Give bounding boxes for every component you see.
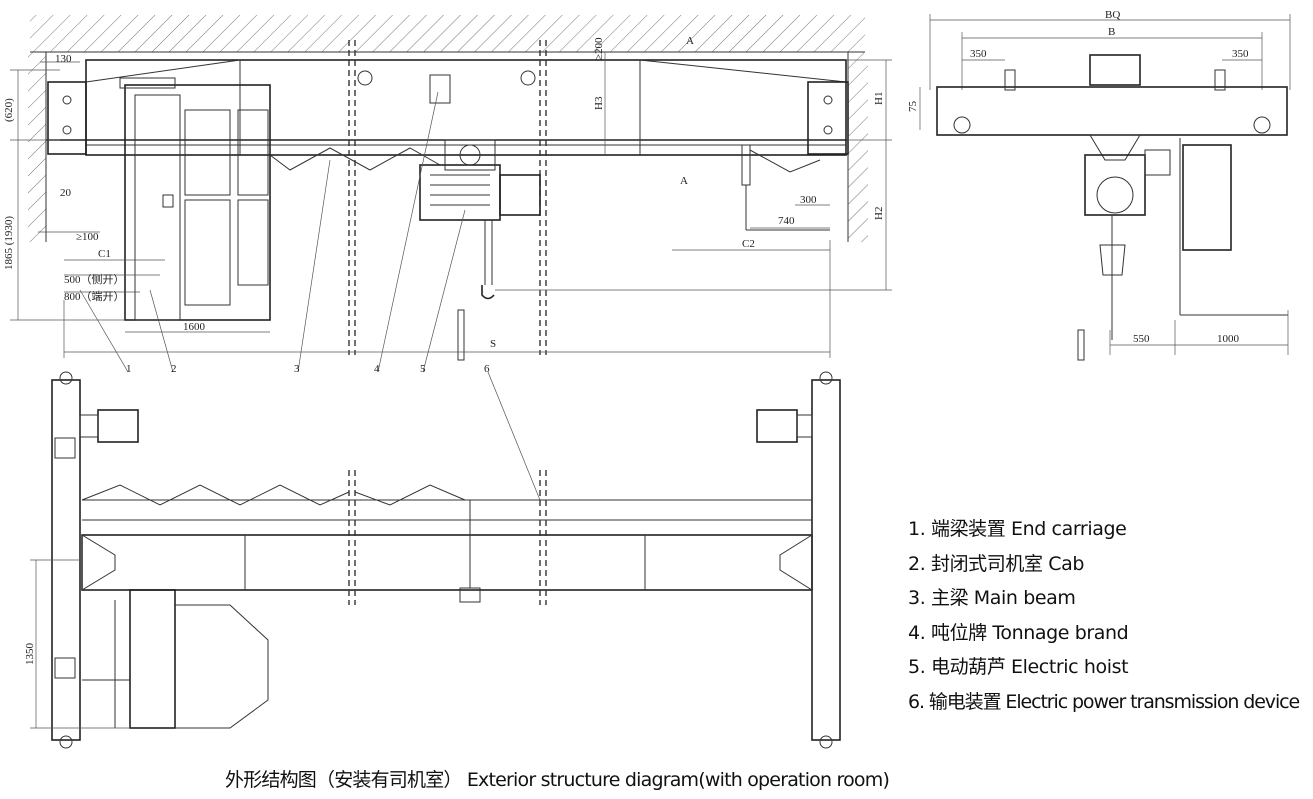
dim-75: 75	[907, 101, 919, 113]
legend-item-electric-hoist: 5. 电动葫芦 Electric hoist	[908, 656, 1129, 678]
plan-right-end-carriage	[811, 379, 841, 741]
dim-1350: 1350	[24, 643, 36, 666]
dim-1865: 1865 (1930)	[3, 216, 15, 270]
callout-1: 1	[126, 363, 132, 375]
dim-h2: H2	[873, 207, 885, 220]
dim-550: 550	[1133, 333, 1150, 345]
dim-100: ≥100	[76, 231, 99, 243]
dim-300: 300	[800, 194, 817, 206]
end-carriage-side	[936, 86, 1288, 136]
right-wall-hatch	[848, 52, 868, 242]
dim-350-right: 350	[1232, 48, 1249, 60]
side-view	[919, 14, 1291, 361]
dim-s: S	[490, 338, 496, 350]
legend-item-cab: 2. 封闭式司机室 Cab	[908, 552, 1084, 575]
callout-6: 6	[484, 363, 490, 375]
dim-350-left: 350	[970, 48, 987, 60]
dim-h1: H1	[873, 92, 885, 105]
left-end-carriage	[47, 81, 87, 155]
hoist-motor	[499, 174, 541, 216]
callout-2: 2	[171, 363, 177, 375]
front-elevation	[10, 15, 892, 501]
left-wall-hatch	[28, 52, 46, 242]
plan-left-motor	[97, 409, 139, 443]
dim-h3: H3	[593, 96, 605, 110]
ceiling-hatch	[30, 15, 865, 52]
dim-b: B	[1108, 26, 1115, 38]
figure-caption: 外形结构图（安装有司机室） Exterior structure diagram…	[225, 769, 890, 791]
hoist-side	[1084, 154, 1146, 216]
legend-list: 1. 端梁装置 End carriage 2. 封闭式司机室 Cab 3. 主梁…	[908, 512, 1300, 719]
legend-item-end-carriage: 1. 端梁装置 End carriage	[908, 518, 1127, 540]
dim-20: 20	[60, 187, 72, 199]
dim-c1: C1	[98, 248, 111, 260]
dim-1000: 1000	[1217, 333, 1240, 345]
girder-section	[1089, 54, 1141, 86]
callout-3: 3	[294, 363, 300, 375]
tonnage-plate	[429, 74, 451, 104]
dim-1600: 1600	[183, 321, 206, 333]
legend-item-tonnage-brand: 4. 吨位牌 Tonnage brand	[908, 621, 1129, 644]
dim-500: 500（侧开）	[64, 273, 125, 286]
plan-view	[30, 371, 841, 749]
legend-item-main-beam: 3. 主梁 Main beam	[908, 587, 1076, 609]
section-a-bottom: A	[680, 175, 688, 187]
right-end-carriage	[807, 81, 849, 155]
callout-5: 5	[420, 363, 426, 375]
cab-outline	[124, 84, 271, 321]
dim-130: 130	[55, 53, 72, 65]
dim-c2: C2	[742, 238, 755, 250]
plan-cab	[129, 589, 176, 729]
cab-side	[1182, 144, 1232, 251]
dim-200: ≥200	[593, 37, 605, 60]
legend-item-power-transmission: 6. 输电装置 Electric power transmission devi…	[908, 690, 1300, 713]
dim-bq: BQ	[1105, 9, 1120, 21]
section-a-top: A	[686, 35, 694, 47]
plan-right-motor	[756, 409, 798, 443]
hoist-drum	[419, 164, 501, 221]
callout-4: 4	[374, 363, 380, 375]
dim-740: 740	[778, 215, 795, 227]
dim-620: (620)	[3, 98, 15, 122]
plan-main-girder	[81, 534, 813, 591]
dim-800: 800（端开）	[64, 290, 125, 303]
